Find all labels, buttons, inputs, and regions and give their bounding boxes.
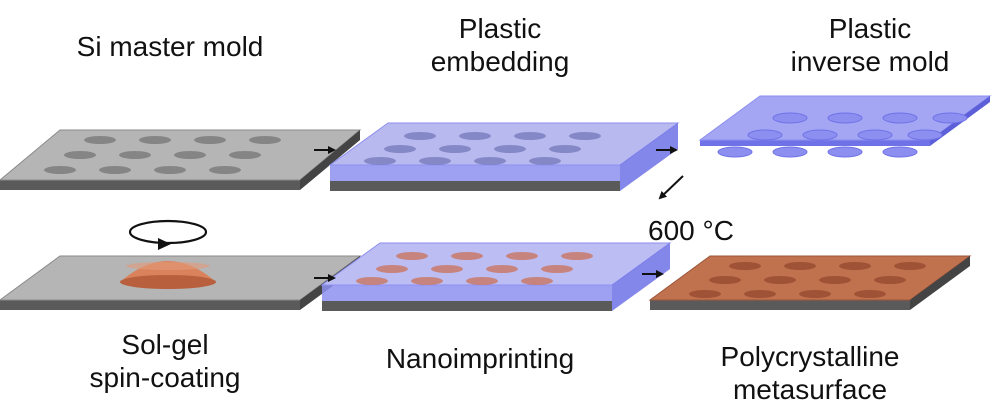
label-sol-gel-line2: spin-coating: [89, 362, 241, 393]
label-si-master-mold: Si master mold: [76, 31, 264, 62]
plastic-inverse-mold: [698, 95, 992, 158]
label-plastic-inverse-mold-line2: inverse mold: [790, 46, 950, 77]
plastic-embedding-slab: [328, 122, 680, 191]
label-plastic-embedding: Plastic embedding: [370, 12, 630, 78]
label-plastic-inverse-mold-line1: Plastic: [828, 13, 912, 44]
label-temperature: 600 °C: [648, 215, 734, 246]
nanoimprinting-slab: [320, 242, 672, 311]
label-plastic-embedding-line1: Plastic: [458, 13, 542, 44]
label-polycrystalline-metasurface: Polycrystalline metasurface: [680, 340, 940, 406]
label-polycrystalline-line2: metasurface: [732, 374, 888, 405]
label-sol-gel-spin-coating: Sol-gel spin-coating: [40, 328, 290, 394]
label-sol-gel-line1: Sol-gel: [121, 329, 209, 360]
sol-gel-spin-coating-slab: [0, 255, 362, 310]
polycrystalline-metasurface-slab: [648, 255, 972, 310]
si-master-mold-slab: [0, 129, 362, 190]
label-plastic-inverse-mold: Plastic inverse mold: [760, 12, 980, 78]
label-plastic-embedding-line2: embedding: [430, 46, 570, 77]
arrow-3-to-6: [658, 175, 684, 200]
label-nanoimprinting: Nanoimprinting: [385, 343, 575, 374]
rotation-arrow-icon: [128, 219, 208, 250]
label-polycrystalline-line1: Polycrystalline: [720, 341, 900, 372]
